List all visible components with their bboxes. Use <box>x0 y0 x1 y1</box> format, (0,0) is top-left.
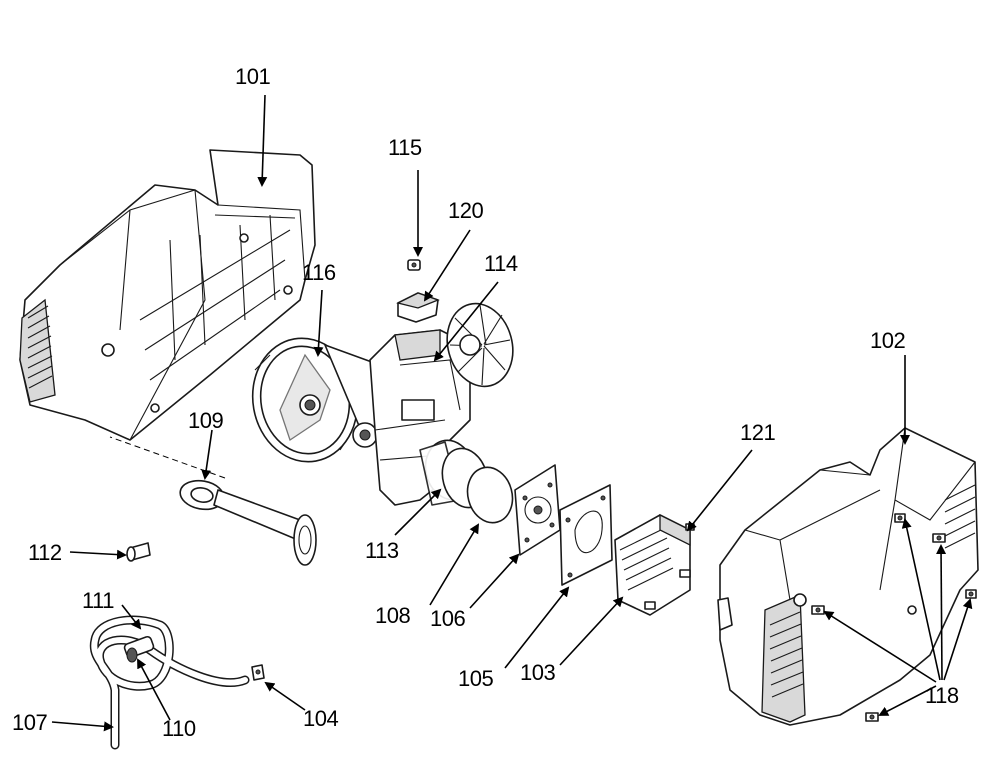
part-109-connecting-rod <box>109 436 317 566</box>
callout-102: 102 <box>870 328 906 353</box>
part-106-valve-plate <box>514 464 561 556</box>
part-120-block <box>396 292 440 323</box>
part-103-cylinder-head <box>614 513 695 616</box>
callout-121: 121 <box>740 420 776 445</box>
callout-115: 115 <box>388 135 422 160</box>
callout-104: 104 <box>303 706 339 731</box>
shroud-right-102 <box>717 427 979 726</box>
part-110-111-fitting <box>123 635 155 663</box>
callout-118: 118 <box>925 683 959 708</box>
part-105-gasket <box>559 484 613 586</box>
callout-116: 116 <box>302 260 336 285</box>
part-115-fitting <box>407 259 421 271</box>
callout-111: 111 <box>82 588 114 613</box>
callout-106: 106 <box>430 606 466 631</box>
part-112-screw <box>126 542 151 562</box>
callout-103: 103 <box>520 660 556 685</box>
pulley-belt-116 <box>251 337 391 463</box>
callout-105: 105 <box>458 666 494 691</box>
shroud-left-101 <box>19 149 316 441</box>
callout-108: 108 <box>375 603 411 628</box>
part-104-clip <box>251 664 265 681</box>
callout-112: 112 <box>28 540 62 565</box>
callout-107: 107 <box>12 710 48 735</box>
leader-lines <box>51 94 973 732</box>
callout-113: 113 <box>365 538 399 563</box>
callout-114: 114 <box>484 251 518 276</box>
screws-118 <box>811 513 977 722</box>
callout-109: 109 <box>188 408 224 433</box>
callout-101: 101 <box>235 64 271 89</box>
part-108-rings <box>441 447 514 524</box>
callout-120: 120 <box>448 198 484 223</box>
callout-110: 110 <box>162 716 196 741</box>
